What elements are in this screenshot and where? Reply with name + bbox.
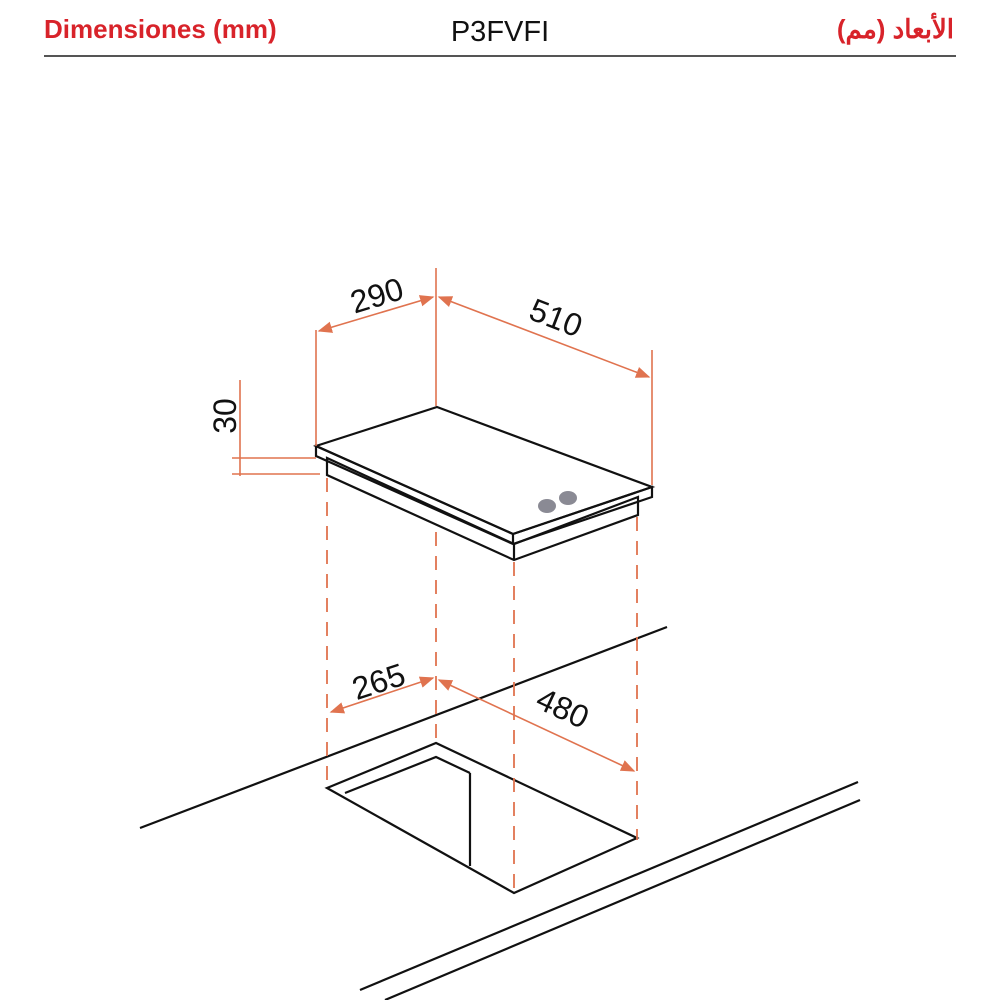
- title-spanish: Dimensiones (mm): [44, 14, 277, 44]
- countertop: [139, 625, 861, 1000]
- dimension-lines: [232, 268, 653, 772]
- title-arabic: الأبعاد (مم): [836, 14, 954, 44]
- header-divider: [44, 55, 956, 57]
- dimension-top-width: 510: [525, 291, 588, 344]
- dimension-thickness: 30: [207, 398, 243, 434]
- projection-lines: [326, 478, 638, 890]
- hob: [312, 405, 656, 562]
- burner-icon: [559, 491, 577, 505]
- dimension-top-depth: 290: [346, 270, 408, 320]
- cutout-opening: [324, 741, 640, 895]
- burner-icon: [538, 499, 556, 513]
- dimension-cutout-depth: 265: [348, 656, 410, 707]
